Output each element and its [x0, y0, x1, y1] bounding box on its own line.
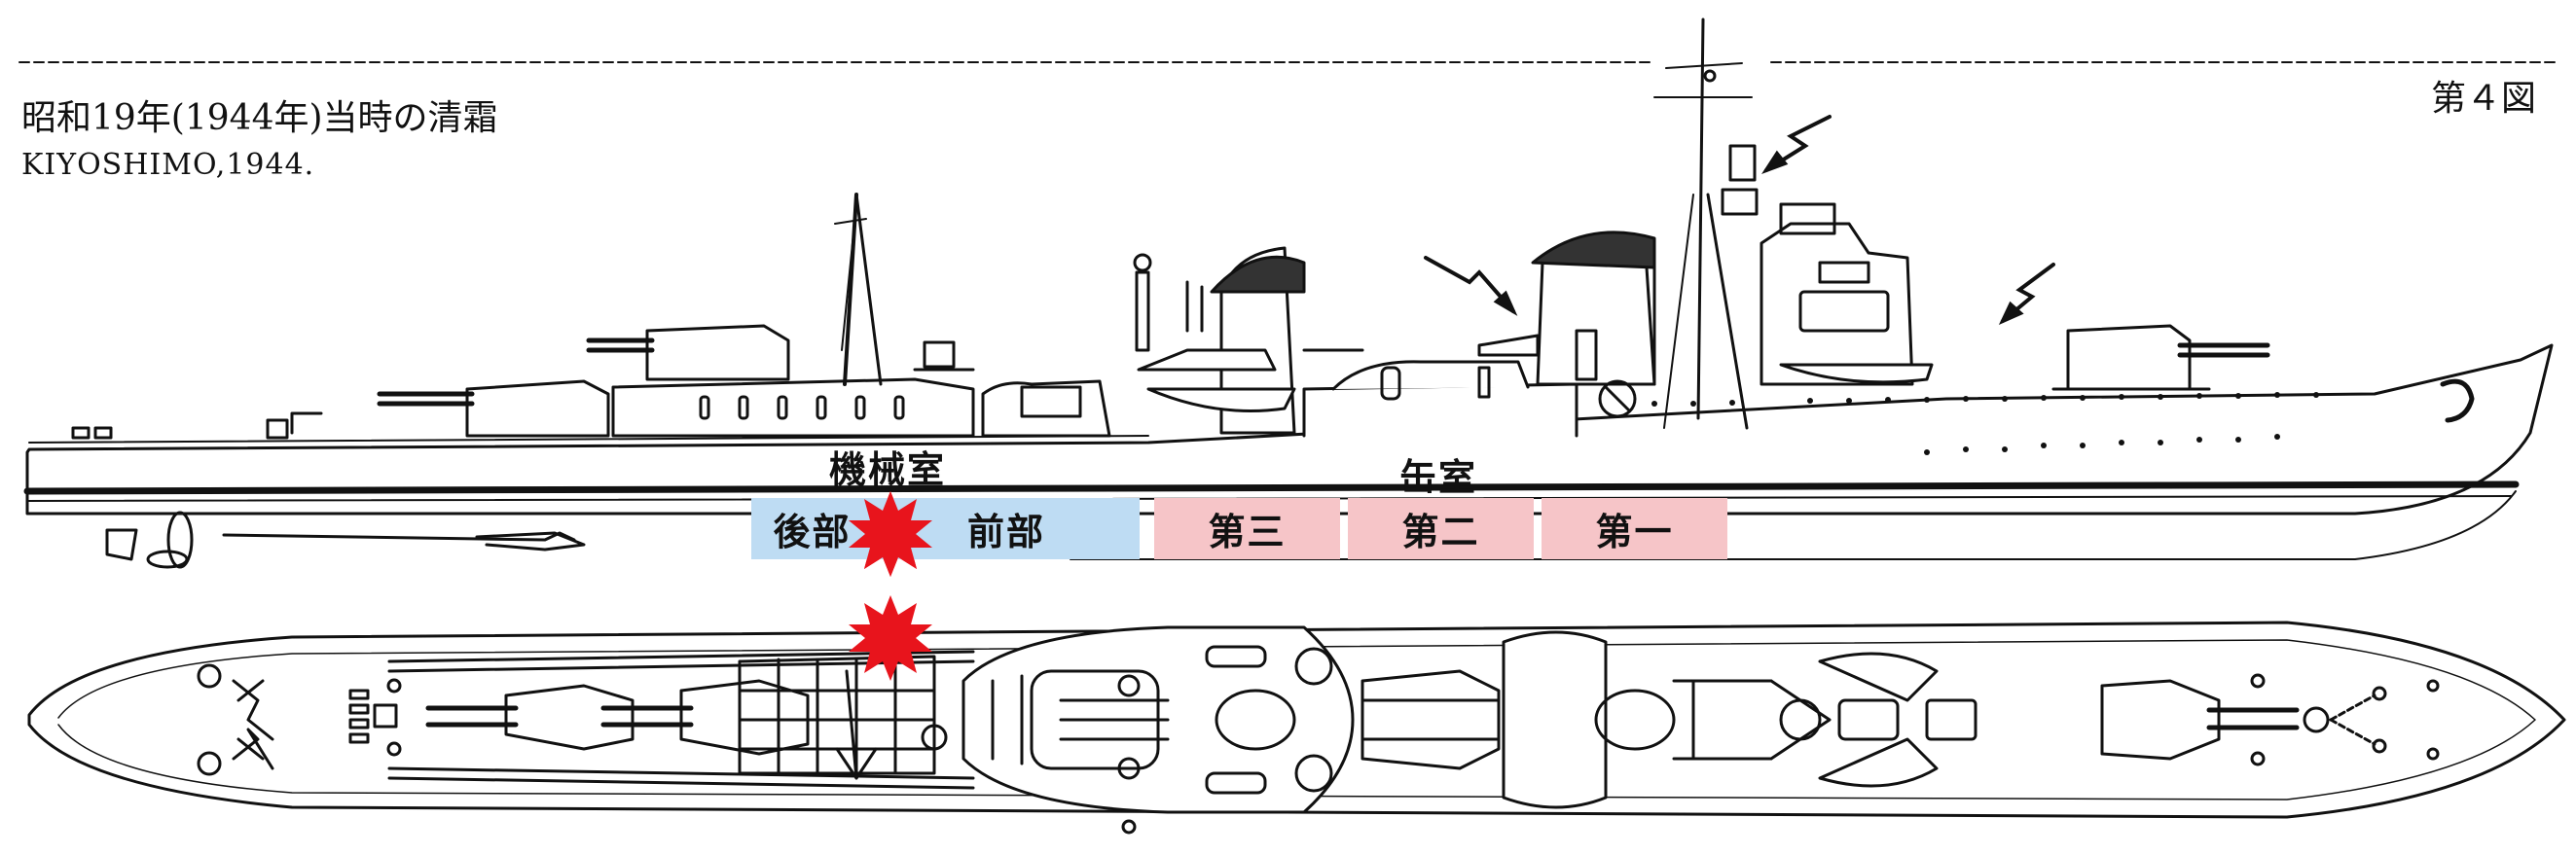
arrow-icon [1998, 263, 2055, 326]
explosion-burst-icon [849, 595, 932, 681]
propeller-shaft [105, 511, 586, 569]
boiler-room-1: 第一 [1542, 498, 1727, 559]
arrow-icon [1761, 115, 1832, 174]
boiler-room-label: 缶室 [1399, 455, 1478, 499]
title-english: KIYOSHIMO,1944. [21, 148, 315, 182]
engine-room-forward: 前部 [873, 498, 1140, 559]
boiler-room-3: 第三 [1154, 498, 1340, 559]
figure-number: 第４図 [2431, 79, 2537, 119]
title-japanese: 昭和19年(1944年)当時の清霜 [21, 98, 498, 138]
arrow-icon [1424, 256, 1518, 316]
attack-arrows [1424, 115, 2055, 326]
engine-room-aft: 後部 [751, 498, 873, 559]
engine-room-label: 機械室 [829, 447, 947, 491]
boiler-room-2: 第二 [1348, 498, 1534, 559]
plan-view [27, 621, 2566, 835]
